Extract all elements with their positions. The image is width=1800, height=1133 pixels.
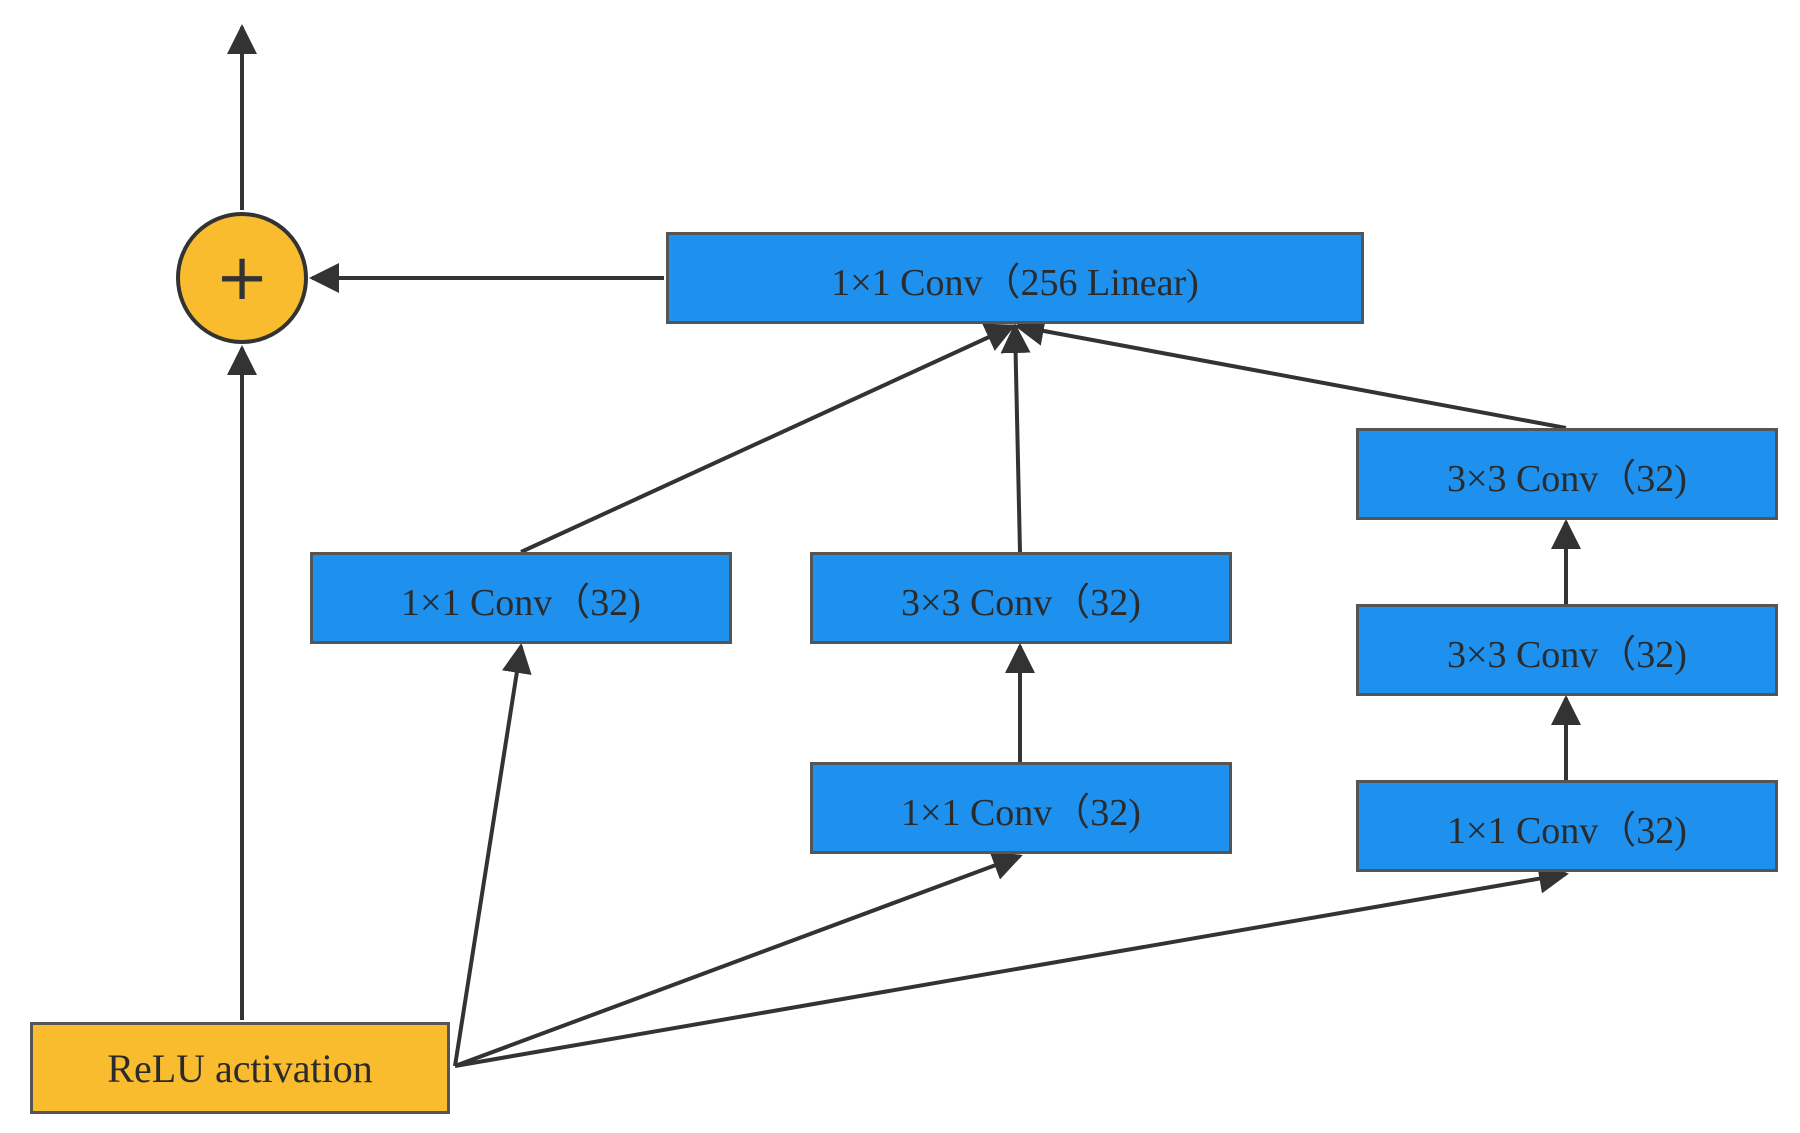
branch3-conv-3x3-mid-box: 3×3 Conv（32) xyxy=(1356,604,1778,696)
edge-branch3-to-linear xyxy=(1014,316,1567,430)
edge-relu-to-branch1 xyxy=(453,643,532,1067)
relu-activation-box: ReLU activation xyxy=(30,1022,450,1114)
branch3-conv-3x3-top-box: 3×3 Conv（32) xyxy=(1356,428,1778,520)
edge-branch2-to-linear xyxy=(1000,323,1031,553)
add-node: + xyxy=(176,212,308,344)
branch3-conv-1x1-box: 1×1 Conv（32) xyxy=(1356,780,1778,872)
branch1-conv-1x1-box: 1×1 Conv（32) xyxy=(310,552,732,644)
edge-branch1-to-linear xyxy=(520,323,1016,554)
edge-relu-to-branch2 xyxy=(454,851,1023,1068)
edge-relu-to-branch3 xyxy=(454,863,1569,1068)
branch2-conv-3x3-box: 3×3 Conv（32) xyxy=(810,552,1232,644)
branch2-conv-1x1-box: 1×1 Conv（32) xyxy=(810,762,1232,854)
conv-1x1-256-linear-box: 1×1 Conv（256 Linear) xyxy=(666,232,1364,324)
